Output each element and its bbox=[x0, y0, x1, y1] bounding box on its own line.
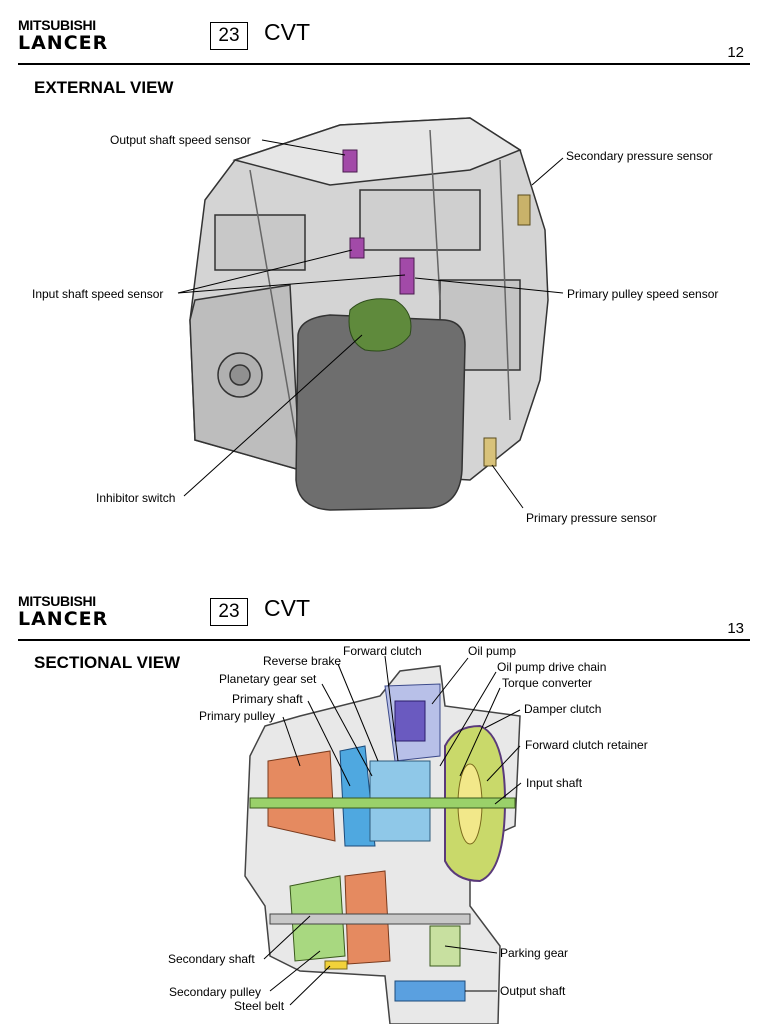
section-title: CVT bbox=[264, 595, 310, 621]
label-forward-clutch-retainer: Forward clutch retainer bbox=[525, 738, 648, 752]
label-torque-converter: Torque converter bbox=[502, 676, 593, 690]
input-shaft-speed-sensor-part bbox=[349, 237, 365, 259]
page-12: MITSUBISHI LANCER 23 CVT 12 EXTERNAL VIE… bbox=[0, 0, 768, 525]
primary-pulley-speed-sensor-part bbox=[399, 257, 415, 295]
steel-belt-part bbox=[324, 960, 348, 970]
page-13: MITSUBISHI LANCER 23 CVT 13 SECTIONAL VI… bbox=[0, 576, 768, 1024]
brand-logo: MITSUBISHI LANCER bbox=[18, 18, 108, 53]
brand-line2: LANCER bbox=[18, 32, 109, 54]
brand-logo: MITSUBISHI LANCER bbox=[18, 594, 108, 629]
page-header: MITSUBISHI LANCER 23 CVT 13 bbox=[0, 576, 768, 642]
label-primary-pulley: Primary pulley bbox=[199, 709, 276, 723]
label-secondary-pressure-sensor: Secondary pressure sensor bbox=[566, 149, 713, 163]
label-output-shaft-speed-sensor: Output shaft speed sensor bbox=[110, 133, 251, 147]
output-shaft-part bbox=[394, 980, 466, 1002]
label-steel-belt: Steel belt bbox=[234, 999, 285, 1013]
label-output-shaft: Output shaft bbox=[500, 984, 566, 998]
brand-line1: MITSUBISHI bbox=[18, 593, 96, 609]
label-reverse-brake: Reverse brake bbox=[263, 654, 342, 668]
brand-line1: MITSUBISHI bbox=[18, 17, 96, 33]
label-primary-pressure-sensor: Primary pressure sensor bbox=[526, 511, 657, 525]
label-parking-gear: Parking gear bbox=[500, 946, 569, 960]
section-number-box: 23 bbox=[210, 598, 248, 626]
secondary-pressure-sensor-part bbox=[517, 194, 531, 226]
section-title: CVT bbox=[264, 19, 310, 45]
label-secondary-shaft: Secondary shaft bbox=[168, 952, 255, 966]
label-oil-pump: Oil pump bbox=[468, 644, 517, 658]
header-rule bbox=[18, 639, 750, 641]
output-shaft-speed-sensor-part bbox=[342, 149, 358, 173]
view-title: SECTIONAL VIEW bbox=[34, 653, 181, 672]
external-view-illustration bbox=[177, 117, 564, 511]
oil-pan bbox=[295, 314, 466, 511]
view-title: EXTERNAL VIEW bbox=[34, 78, 174, 97]
sectional-view-illustration bbox=[244, 655, 522, 1024]
label-damper-clutch: Damper clutch bbox=[524, 702, 602, 716]
primary-pressure-sensor-part bbox=[483, 437, 497, 467]
secondary-shaft-part bbox=[269, 913, 471, 925]
label-oil-pump-drive-chain: Oil pump drive chain bbox=[497, 660, 607, 674]
leader-lines bbox=[177, 139, 564, 509]
brand-line2: LANCER bbox=[18, 608, 109, 630]
label-primary-shaft: Primary shaft bbox=[232, 692, 303, 706]
page-number: 12 bbox=[727, 44, 744, 61]
label-inhibitor-switch: Inhibitor switch bbox=[96, 491, 176, 505]
header-rule bbox=[18, 63, 750, 65]
label-input-shaft-speed-sensor: Input shaft speed sensor bbox=[32, 287, 164, 301]
primary-pulley-part bbox=[267, 750, 336, 842]
inhibitor-switch-part bbox=[348, 298, 412, 352]
label-secondary-pulley: Secondary pulley bbox=[169, 985, 262, 999]
label-forward-clutch: Forward clutch bbox=[343, 644, 422, 658]
input-shaft-part bbox=[249, 797, 516, 809]
section-number-box: 23 bbox=[210, 22, 248, 50]
page-number: 13 bbox=[727, 620, 744, 637]
leader-lines bbox=[263, 655, 522, 1006]
page-header: MITSUBISHI LANCER 23 CVT 12 bbox=[0, 0, 768, 66]
label-planetary-gear-set: Planetary gear set bbox=[219, 672, 317, 686]
label-input-shaft: Input shaft bbox=[526, 776, 583, 790]
label-primary-pulley-speed-sensor: Primary pulley speed sensor bbox=[567, 287, 719, 301]
